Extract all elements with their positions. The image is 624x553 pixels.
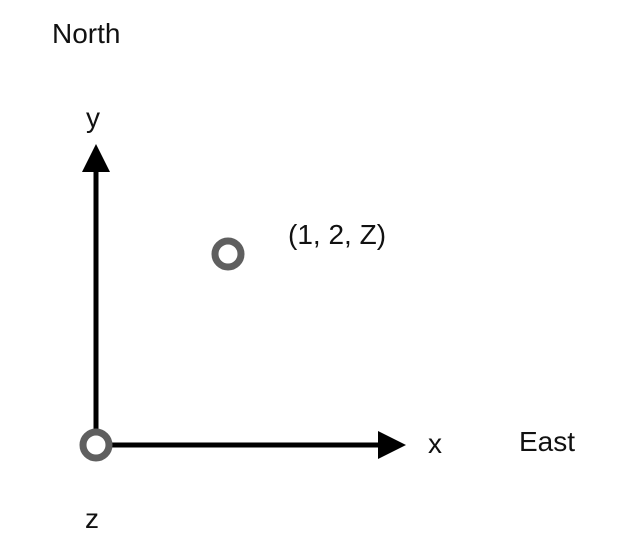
origin-marker-icon	[79, 428, 113, 462]
point-coordinates-label: (1, 2, Z)	[288, 219, 387, 250]
x-axis-label: x	[428, 428, 442, 459]
point-marker-icon	[211, 237, 245, 271]
east-label: East	[519, 426, 576, 457]
north-label: North	[52, 18, 121, 49]
x-axis-arrowhead	[378, 431, 406, 459]
y-axis-arrowhead	[82, 144, 110, 172]
z-axis-label: z	[85, 503, 99, 534]
y-axis-label: y	[86, 102, 100, 133]
